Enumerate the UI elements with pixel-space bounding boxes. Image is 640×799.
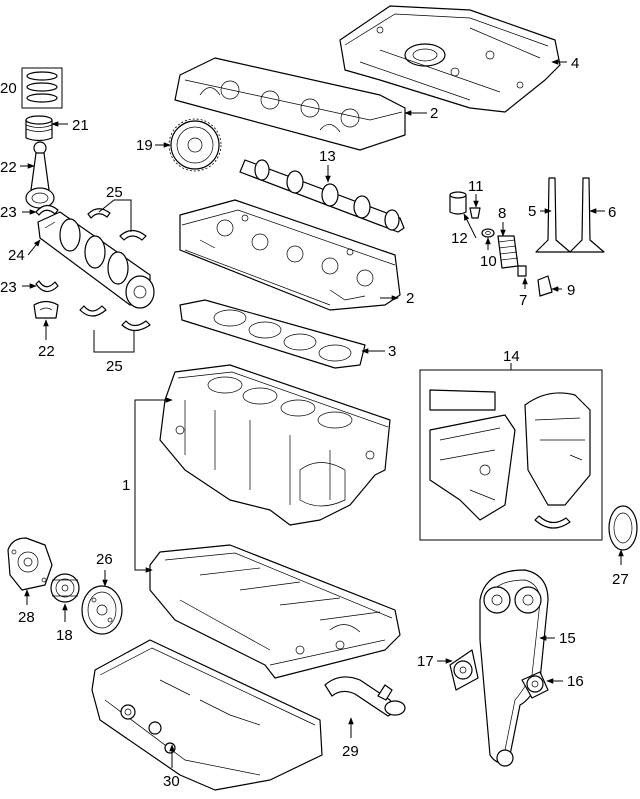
callout-labels: 1 2 2 3 4 5 6 7 8 9 10 11 12 13 14 15 16… — [0, 55, 629, 790]
valve-cover[interactable] — [339, 5, 561, 113]
camshaft-carrier[interactable] — [174, 57, 406, 151]
belt-tensioner[interactable] — [521, 671, 549, 699]
valve-stem-seal[interactable] — [517, 265, 527, 277]
head-gasket[interactable] — [179, 299, 366, 369]
rod-bearing-lower[interactable] — [35, 280, 59, 293]
leader-lines — [20, 59, 624, 768]
timing-belt[interactable] — [479, 569, 549, 767]
callout-29: 29 — [342, 743, 359, 760]
idler-pulley[interactable] — [449, 649, 479, 691]
callout-19: 19 — [136, 137, 153, 154]
callout-1: 1 — [122, 477, 130, 494]
exhaust-valve[interactable] — [569, 177, 605, 253]
crankshaft[interactable] — [37, 211, 155, 309]
callout-23-lower: 23 — [0, 279, 17, 296]
oil-pan[interactable] — [91, 639, 323, 791]
callout-6: 6 — [608, 204, 616, 221]
callout-20: 20 — [0, 80, 17, 97]
callout-30: 30 — [163, 773, 180, 790]
callout-27: 27 — [612, 571, 629, 588]
callout-2-lower: 2 — [406, 290, 414, 307]
callout-23-upper: 23 — [0, 204, 17, 221]
lower-crankcase[interactable] — [149, 544, 401, 679]
callout-3: 3 — [388, 343, 396, 360]
callout-16: 16 — [567, 673, 584, 690]
oil-pump-gear[interactable] — [50, 573, 80, 603]
valve-spring[interactable] — [497, 235, 519, 269]
callout-26: 26 — [96, 551, 113, 568]
callout-8: 8 — [498, 205, 506, 222]
camshaft-sprocket[interactable] — [168, 118, 222, 172]
connecting-rod-cap[interactable] — [33, 300, 59, 319]
callout-22-lower: 22 — [38, 343, 55, 360]
engine-block[interactable] — [159, 364, 391, 526]
callout-11: 11 — [468, 178, 484, 195]
callout-24: 24 — [8, 247, 25, 264]
connecting-rod[interactable] — [25, 141, 55, 209]
callout-28: 28 — [18, 609, 35, 626]
callout-14: 14 — [503, 348, 520, 365]
callout-4: 4 — [571, 55, 579, 72]
piston[interactable] — [25, 115, 53, 142]
main-bearing-lower-1[interactable] — [79, 305, 107, 317]
callout-21: 21 — [72, 117, 89, 134]
main-bearing-upper-2[interactable] — [119, 229, 147, 241]
callout-7: 7 — [519, 292, 527, 309]
camshaft[interactable] — [239, 159, 405, 233]
valve-keeper[interactable] — [469, 207, 481, 219]
intake-valve[interactable] — [535, 177, 571, 253]
piston-rings[interactable] — [21, 67, 63, 109]
callout-2-upper: 2 — [430, 105, 438, 122]
main-bearing-upper-1[interactable] — [87, 208, 111, 219]
callout-15: 15 — [559, 630, 576, 647]
timing-cover-kit[interactable] — [419, 369, 603, 541]
cylinder-head[interactable] — [179, 199, 401, 311]
crankshaft-pulley[interactable] — [81, 585, 123, 635]
valve-lifter[interactable] — [449, 191, 467, 215]
oil-pickup-tube[interactable] — [324, 676, 406, 717]
oil-pump[interactable] — [7, 537, 53, 591]
callout-25-upper: 25 — [106, 184, 123, 201]
callout-25-lower: 25 — [106, 358, 123, 375]
valve-seat[interactable] — [537, 275, 553, 297]
callout-17: 17 — [417, 653, 434, 670]
main-bearing-lower-2[interactable] — [121, 320, 151, 332]
spring-retainer[interactable] — [481, 228, 495, 238]
callout-10: 10 — [480, 253, 497, 270]
callout-12: 12 — [451, 230, 468, 247]
callout-9: 9 — [567, 282, 575, 299]
rear-oil-seal[interactable] — [608, 505, 638, 551]
callout-18: 18 — [56, 627, 73, 644]
callout-22-upper: 22 — [0, 159, 17, 176]
callout-5: 5 — [528, 203, 536, 220]
callout-13: 13 — [319, 148, 336, 165]
